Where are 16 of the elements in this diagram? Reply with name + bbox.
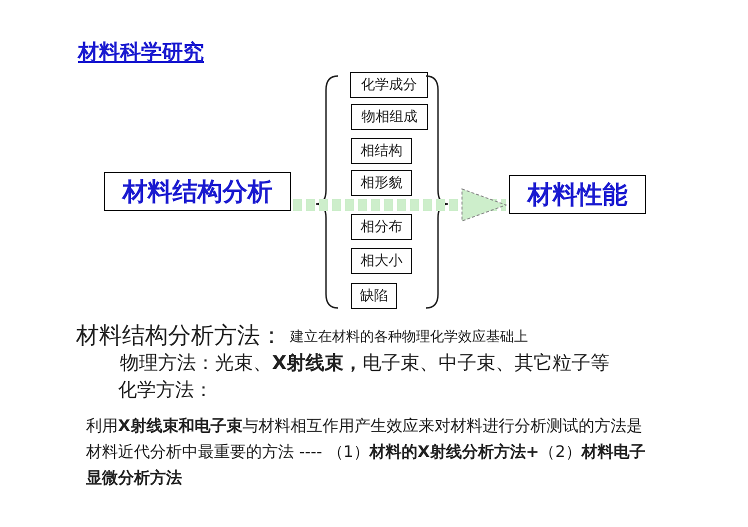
- item-box: 相形貌: [351, 170, 412, 196]
- block-arrow: [293, 188, 506, 222]
- slide-title: 材料科学研究: [78, 39, 204, 66]
- item-box: 物相组成: [351, 104, 428, 130]
- description-paragraph: 利用X射线束和电子束与材料相互作用产生效应来对材料进行分析测试的方法是材料近代分析中最重要的方法 ---- （1）材料的X射线分析方法+（2）材料电子显微分析方法: [86, 415, 646, 489]
- item-box: 相分布: [351, 214, 412, 240]
- method-line: 化学方法：: [118, 378, 213, 403]
- concept-box: 材料结构分析: [104, 172, 291, 211]
- item-box: 相大小: [351, 248, 412, 274]
- section-heading: 材料结构分析方法：: [76, 322, 283, 351]
- item-box: 缺陷: [351, 283, 397, 309]
- item-box: 化学成分: [350, 72, 428, 98]
- concept-box: 材料性能: [509, 175, 646, 214]
- heading-note: 建立在材料的各种物理化学效应基础上: [290, 328, 528, 346]
- item-box: 相结构: [351, 138, 412, 164]
- method-line: 物理方法：光束、X射线束，电子束、中子束、其它粒子等: [120, 351, 610, 376]
